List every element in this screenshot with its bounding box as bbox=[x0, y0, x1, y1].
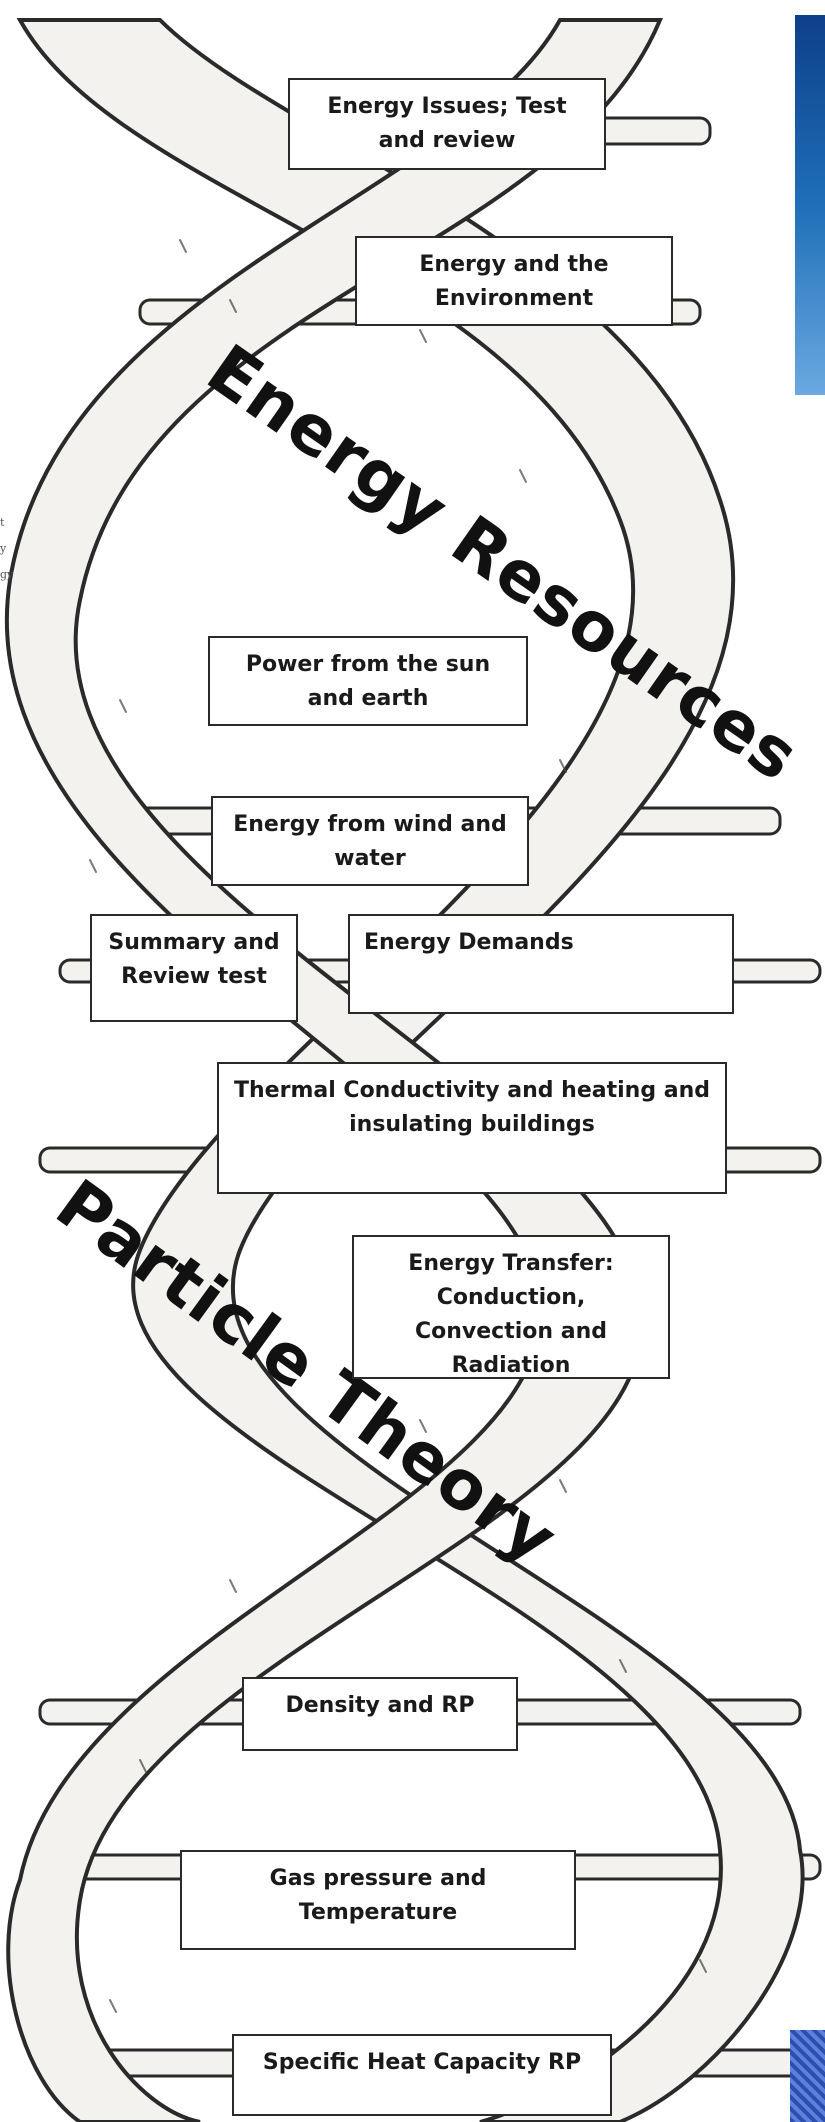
topic-summary-review: Summary and Review test bbox=[90, 914, 298, 1022]
topic-gas-pressure: Gas pressure and Temperature bbox=[180, 1850, 576, 1950]
margin-fragment: t bbox=[0, 510, 14, 536]
margin-text-fragments: t y gy bbox=[0, 510, 14, 588]
topic-energy-environment: Energy and the Environment bbox=[355, 236, 673, 326]
topic-energy-wind-water: Energy from wind and water bbox=[211, 796, 529, 886]
margin-fragment: gy bbox=[0, 562, 14, 588]
topic-energy-transfer: Energy Transfer: Conduction, Convection … bbox=[352, 1235, 670, 1379]
topic-thermal-conductivity: Thermal Conductivity and heating and ins… bbox=[217, 1062, 727, 1194]
topic-density-rp: Density and RP bbox=[242, 1677, 518, 1751]
margin-fragment: y bbox=[0, 536, 14, 562]
topic-specific-heat: Specific Heat Capacity RP bbox=[232, 2034, 612, 2116]
topic-energy-issues: Energy Issues; Test and review bbox=[288, 78, 606, 170]
topic-energy-demands: Energy Demands bbox=[348, 914, 734, 1014]
corner-image-top-right bbox=[795, 15, 825, 395]
corner-image-bottom-right bbox=[790, 2030, 825, 2122]
topic-power-sun-earth: Power from the sun and earth bbox=[208, 636, 528, 726]
